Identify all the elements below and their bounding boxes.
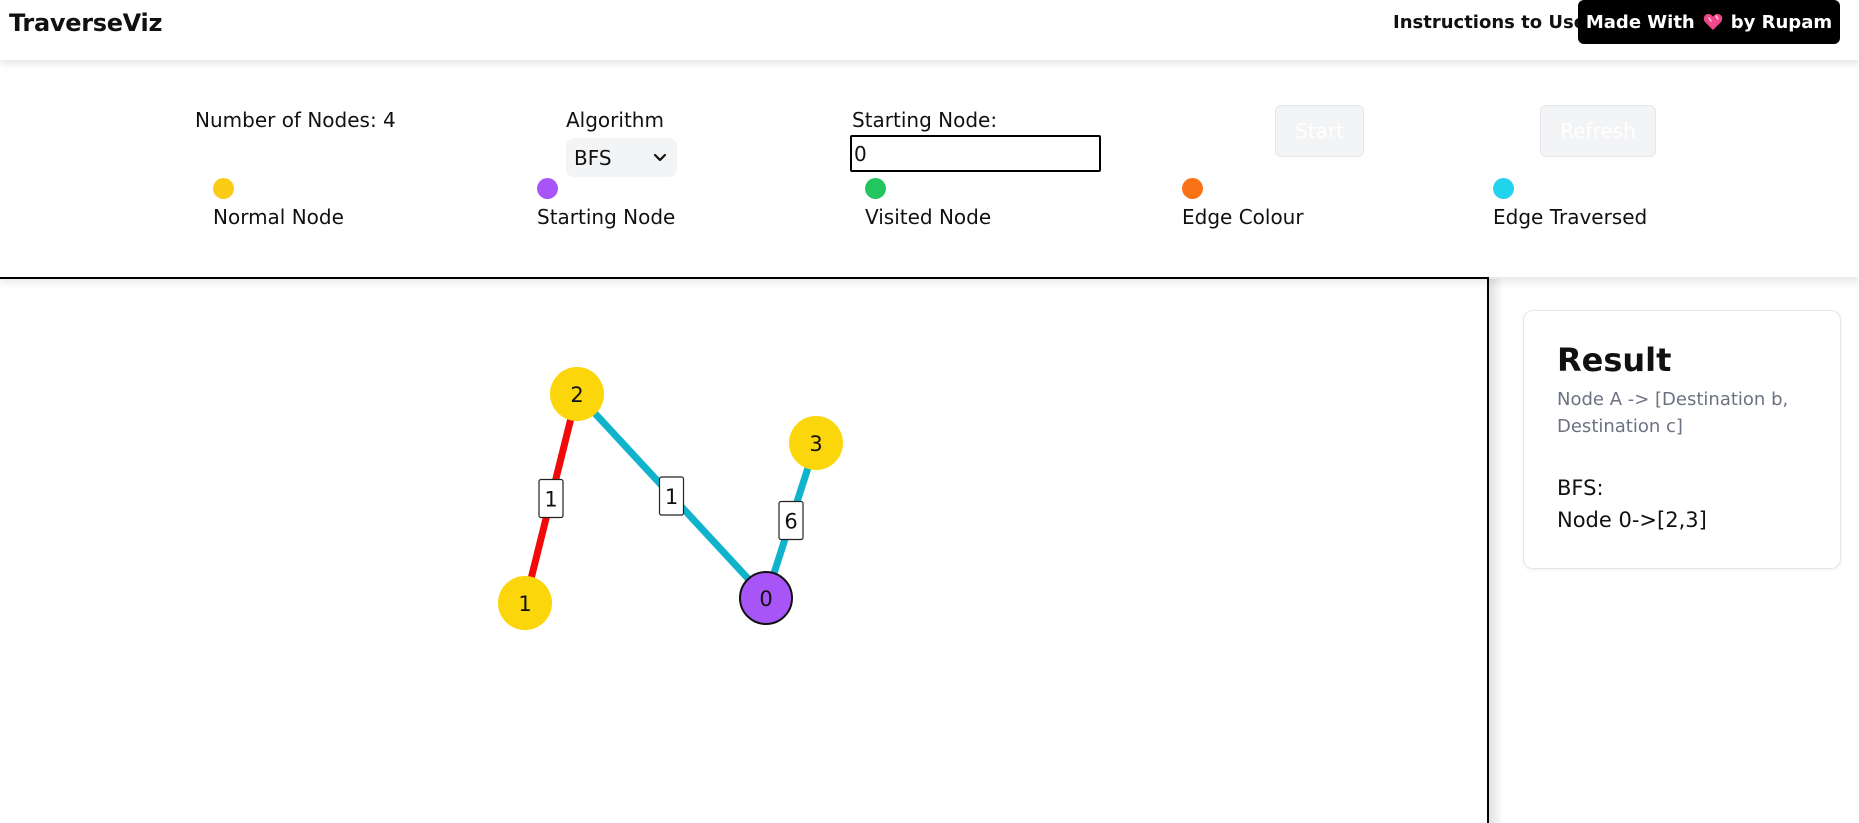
svg-text:3: 3 (809, 432, 822, 456)
instructions-link[interactable]: Instructions to Use (1393, 12, 1586, 33)
control-panel: Number of Nodes: 4 Algorithm BFS Startin… (0, 60, 1859, 277)
chevron-down-icon (653, 153, 667, 163)
graph-node-3[interactable]: 3 (789, 416, 843, 470)
graph-svg[interactable]: 1 1 6 0 1 2 3 (0, 279, 1489, 823)
svg-text:1: 1 (665, 485, 678, 509)
svg-text:1: 1 (518, 592, 531, 616)
svg-text:1: 1 (544, 488, 557, 512)
legend-label-edge-colour: Edge Colour (1182, 205, 1304, 229)
algorithm-selected-value: BFS (574, 145, 612, 170)
legend-dot-visited-node (865, 178, 886, 199)
edge-weight-label-2-1: 1 (538, 478, 564, 519)
legend-dot-normal-node (213, 178, 234, 199)
brand-logo[interactable]: TraverseViz (9, 9, 163, 37)
graph-node-1[interactable]: 1 (498, 576, 552, 630)
result-format-description: Node A -> [Destination b, Destination c] (1557, 389, 1789, 437)
legend-dot-edge-colour (1182, 178, 1203, 199)
navbar: TraverseViz Instructions to Use Made Wit… (0, 0, 1859, 60)
legend-label-starting-node: Starting Node (537, 205, 676, 229)
refresh-button[interactable]: Refresh (1540, 105, 1656, 157)
edge-weight-label-2-0: 1 (658, 476, 685, 516)
legend-dot-edge-traversed (1493, 178, 1514, 199)
legend-label-edge-traversed: Edge Traversed (1493, 205, 1648, 229)
result-output: Node 0->[2,3] (1557, 508, 1707, 532)
svg-text:6: 6 (784, 510, 797, 534)
starting-node-label: Starting Node: (852, 108, 998, 132)
legend-dot-starting-node (537, 178, 558, 199)
legend-label-normal-node: Normal Node (213, 205, 344, 229)
made-with-suffix: by Rupam (1730, 11, 1833, 33)
start-button[interactable]: Start (1275, 105, 1364, 157)
graph-node-0[interactable]: 0 (739, 571, 793, 625)
result-card: Result Node A -> [Destination b, Destina… (1523, 310, 1841, 569)
result-title: Result (1557, 341, 1672, 379)
number-of-nodes-label: Number of Nodes: 4 (195, 108, 396, 132)
heart-icon (1703, 13, 1723, 31)
made-with-button[interactable]: Made With by Rupam (1578, 0, 1840, 44)
graph-node-2[interactable]: 2 (550, 367, 604, 421)
result-algorithm: BFS: (1557, 476, 1604, 500)
canvas-shadow (1489, 279, 1503, 823)
legend-label-visited-node: Visited Node (865, 205, 992, 229)
svg-text:2: 2 (570, 383, 583, 407)
made-with-prefix: Made With (1585, 11, 1695, 33)
starting-node-input[interactable] (850, 135, 1101, 172)
algorithm-label: Algorithm (566, 108, 664, 132)
edge-weight-label-3-0: 6 (778, 500, 804, 541)
graph-canvas[interactable]: 1 1 6 0 1 2 3 (0, 277, 1489, 823)
algorithm-select[interactable]: BFS (566, 138, 677, 177)
svg-text:0: 0 (759, 587, 772, 611)
